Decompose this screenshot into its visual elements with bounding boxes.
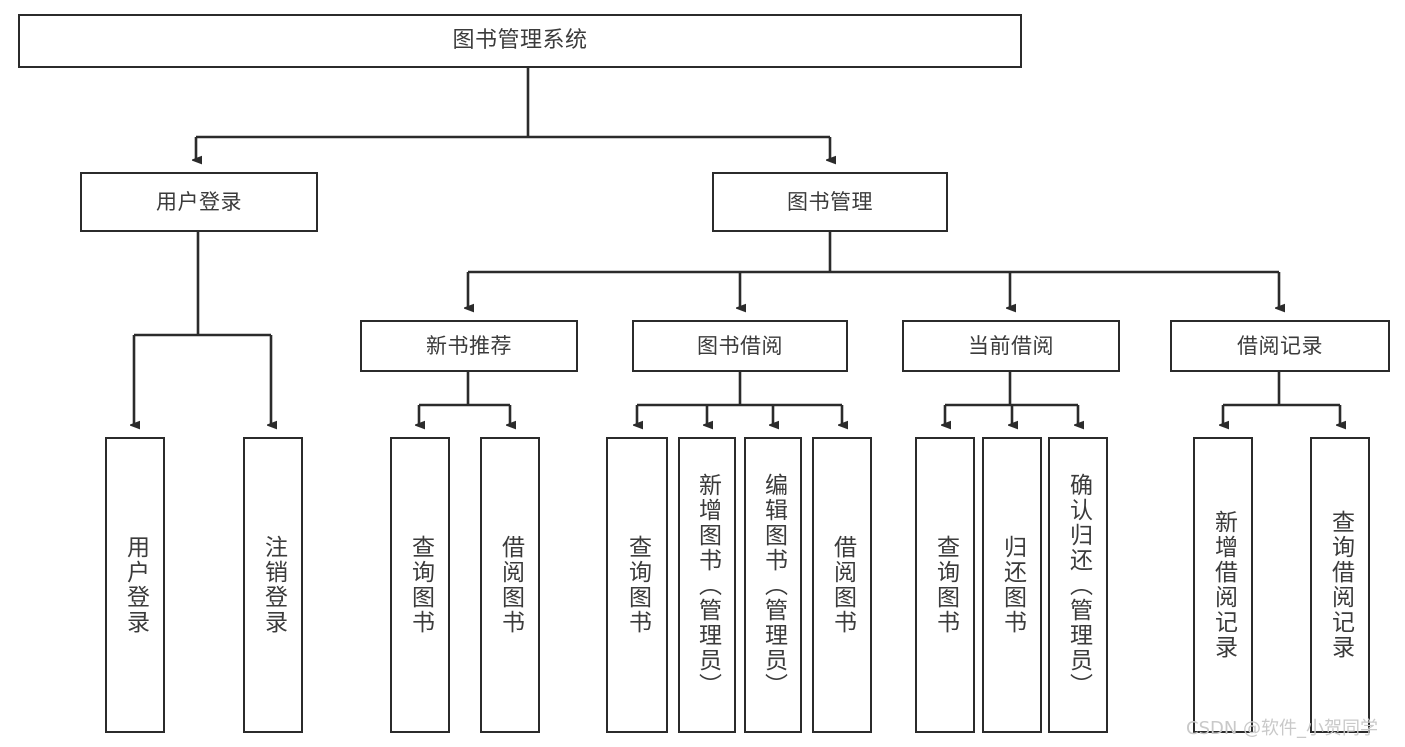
node-label: 用户登录 [156, 189, 242, 214]
node-leaf-query-book-1[interactable]: 查询图书 [390, 437, 450, 733]
node-label: 新书推荐 [426, 333, 512, 358]
node-label: 图书管理系统 [452, 28, 588, 54]
node-leaf-query-record[interactable]: 查询借阅记录 [1310, 437, 1370, 733]
node-root-system[interactable]: 图书管理系统 [18, 14, 1022, 68]
node-leaf-return-book[interactable]: 归还图书 [982, 437, 1042, 733]
node-book-management[interactable]: 图书管理 [712, 172, 948, 232]
node-label: 新增图书（管理员） [694, 472, 721, 698]
node-label: 图书借阅 [697, 333, 783, 358]
node-label: 图书管理 [787, 189, 873, 214]
node-label: 用户登录 [122, 535, 149, 635]
node-leaf-user-login[interactable]: 用户登录 [105, 437, 165, 733]
node-leaf-edit-book[interactable]: 编辑图书（管理员） [744, 437, 802, 733]
node-new-book-recommend[interactable]: 新书推荐 [360, 320, 578, 372]
node-label: 查询图书 [407, 535, 434, 635]
node-leaf-confirm-return[interactable]: 确认归还（管理员） [1048, 437, 1108, 733]
node-leaf-borrow-book-2[interactable]: 借阅图书 [812, 437, 872, 733]
node-label: 注销登录 [260, 535, 287, 635]
node-user-login[interactable]: 用户登录 [80, 172, 318, 232]
node-leaf-add-record[interactable]: 新增借阅记录 [1193, 437, 1253, 733]
node-label: 当前借阅 [968, 333, 1054, 358]
node-leaf-borrow-book-1[interactable]: 借阅图书 [480, 437, 540, 733]
node-label: 借阅记录 [1237, 333, 1323, 358]
node-label: 借阅图书 [829, 535, 856, 635]
node-label: 查询借阅记录 [1327, 510, 1354, 660]
node-leaf-query-book-2[interactable]: 查询图书 [606, 437, 668, 733]
node-book-borrow[interactable]: 图书借阅 [632, 320, 848, 372]
node-borrow-record[interactable]: 借阅记录 [1170, 320, 1390, 372]
watermark: CSDN @软件_小贺同学 [1186, 718, 1379, 739]
node-leaf-logout[interactable]: 注销登录 [243, 437, 303, 733]
node-label: 借阅图书 [497, 535, 524, 635]
node-current-borrow[interactable]: 当前借阅 [902, 320, 1120, 372]
node-label: 新增借阅记录 [1210, 510, 1237, 660]
node-label: 编辑图书（管理员） [760, 472, 787, 698]
node-label: 查询图书 [624, 535, 651, 635]
node-label: 查询图书 [932, 535, 959, 635]
node-leaf-add-book[interactable]: 新增图书（管理员） [678, 437, 736, 733]
node-label: 归还图书 [999, 535, 1026, 635]
node-leaf-query-book-3[interactable]: 查询图书 [915, 437, 975, 733]
node-label: 确认归还（管理员） [1065, 472, 1092, 698]
